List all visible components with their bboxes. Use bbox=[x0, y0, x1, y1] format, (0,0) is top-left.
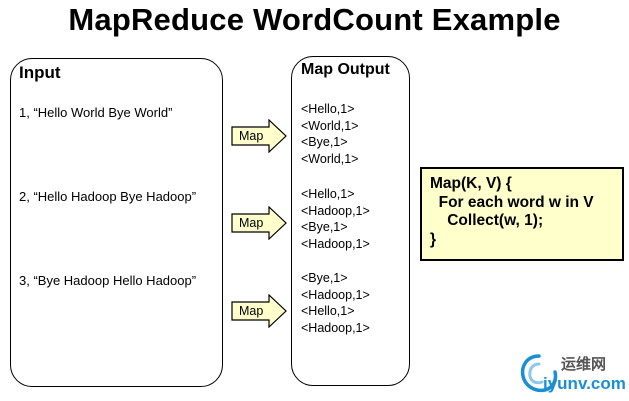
input-panel: Input 1, “Hello World Bye World” 2, “Hel… bbox=[10, 58, 223, 387]
code-line: Map(K, V) { bbox=[430, 175, 512, 192]
list-item: <Hadoop,1> bbox=[301, 320, 370, 335]
map-arrow-1: Map bbox=[231, 118, 287, 154]
input-line-1: 1, “Hello World Bye World” bbox=[19, 105, 173, 120]
arrow-right-icon bbox=[231, 118, 287, 154]
watermark-cn-text: 运维网 bbox=[561, 356, 607, 373]
list-item: <Hello,1> bbox=[301, 304, 355, 318]
map-function-code: Map(K, V) { For each word w in V Collect… bbox=[420, 167, 624, 261]
arrow-right-icon bbox=[231, 293, 287, 329]
map-arrow-3-label: Map bbox=[239, 304, 264, 318]
map-arrow-3: Map bbox=[231, 293, 287, 329]
list-item: <World,1> bbox=[301, 151, 359, 166]
list-item: <Bye,1> bbox=[301, 135, 348, 149]
map-output-panel: Map Output <Hello,1> <World,1> <Bye,1> <… bbox=[291, 56, 410, 386]
list-item: <Hadoop,1> bbox=[301, 203, 370, 218]
arrow-right-icon bbox=[231, 205, 287, 241]
map-arrow-2: Map bbox=[231, 205, 287, 241]
swirl-logo-icon bbox=[520, 354, 558, 393]
code-line: Collect(w, 1); bbox=[430, 212, 544, 229]
list-item: <Hadoop,1> bbox=[301, 287, 370, 302]
map-output-group-3: <Bye,1> <Hadoop,1> <Hello,1> <Hadoop,1> bbox=[301, 270, 370, 336]
list-item: <Hadoop,1> bbox=[301, 236, 370, 251]
list-item: <Hello,1> bbox=[301, 187, 355, 201]
map-output-group-1: <Hello,1> <World,1> <Bye,1> <World,1> bbox=[301, 101, 358, 167]
map-arrow-2-label: Map bbox=[239, 216, 264, 230]
map-output-heading: Map Output bbox=[301, 61, 390, 78]
input-line-3: 3, “Bye Hadoop Hello Hadoop” bbox=[19, 273, 197, 288]
watermark-logo: 运维网 iyunv.com bbox=[519, 350, 626, 398]
page-title: MapReduce WordCount Example bbox=[68, 2, 561, 37]
map-output-group-2: <Hello,1> <Hadoop,1> <Bye,1> <Hadoop,1> bbox=[301, 186, 370, 252]
watermark-url-text: iyunv.com bbox=[543, 374, 626, 393]
map-arrow-1-label: Map bbox=[239, 129, 264, 143]
code-line: } bbox=[430, 230, 437, 248]
input-heading: Input bbox=[19, 63, 61, 82]
input-line-2: 2, “Hello Hadoop Bye Hadoop” bbox=[19, 189, 197, 204]
list-item: <Bye,1> bbox=[301, 271, 348, 285]
list-item: <World,1> bbox=[301, 118, 359, 133]
code-line: For each word w in V bbox=[430, 193, 594, 211]
list-item: <Hello,1> bbox=[301, 102, 355, 116]
list-item: <Bye,1> bbox=[301, 220, 348, 234]
